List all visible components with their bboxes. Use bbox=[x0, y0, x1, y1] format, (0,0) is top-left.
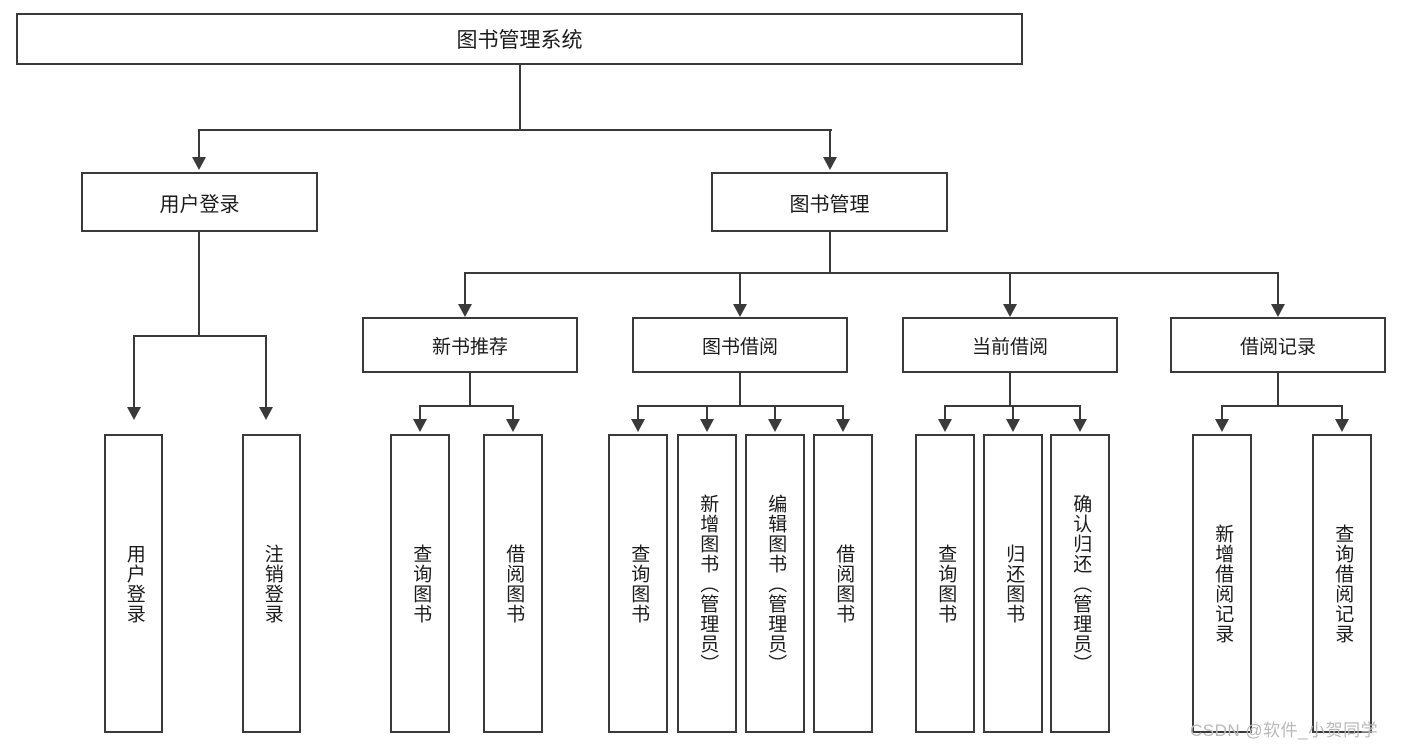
connector-drop-bb-edit-book bbox=[774, 405, 776, 421]
node-label: 用户登录 bbox=[159, 193, 240, 216]
arrowhead-cb-query-book bbox=[938, 419, 952, 432]
connector-drop-bb-borrow-book bbox=[842, 405, 844, 421]
leaf-logout-login[interactable]: 注销登录 bbox=[242, 434, 301, 733]
leaf-cb-return-book[interactable]: 归还图书 bbox=[983, 434, 1043, 733]
arrowhead-br-query-record bbox=[1335, 419, 1349, 432]
arrowhead-current-borrow bbox=[1003, 304, 1017, 317]
connector-drop-br-add-record bbox=[1221, 405, 1223, 421]
leaf-nbr-query-book[interactable]: 查询图书 bbox=[390, 434, 450, 733]
connector-drop-leaf-user-login bbox=[133, 335, 135, 409]
connector-drop-br-query-record bbox=[1341, 405, 1343, 421]
connector-book-management-stem bbox=[829, 232, 831, 273]
arrowhead-bb-add-book bbox=[700, 419, 714, 432]
connector-level1-bus bbox=[198, 129, 832, 131]
leaf-br-query-record[interactable]: 查询借阅记录 bbox=[1312, 434, 1372, 733]
connector-drop-borrow-record bbox=[1277, 272, 1279, 306]
arrowhead-user-login bbox=[192, 157, 206, 170]
leaf-cb-confirm-return-admin[interactable]: 确认归还（管理员） bbox=[1050, 434, 1110, 733]
csdn-watermark: CSDN @软件_小贺同学 bbox=[1190, 716, 1378, 741]
leaf-label: 查询图书 bbox=[410, 543, 432, 624]
arrowhead-cb-return-book bbox=[1006, 419, 1020, 432]
node-user-login[interactable]: 用户登录 bbox=[81, 172, 318, 232]
connector-level2-bus bbox=[464, 272, 1278, 274]
connector-drop-leaf-logout bbox=[265, 335, 267, 409]
connector-user-login-stem bbox=[198, 232, 200, 336]
leaf-bb-add-book-admin[interactable]: 新增图书（管理员） bbox=[677, 434, 737, 733]
connector-drop-cb-confirm-return bbox=[1079, 405, 1081, 421]
node-borrow-record[interactable]: 借阅记录 bbox=[1170, 317, 1386, 373]
leaf-label: 注销登录 bbox=[261, 543, 283, 624]
node-book-management[interactable]: 图书管理 bbox=[711, 172, 948, 232]
connector-drop-user-login bbox=[198, 129, 200, 159]
arrowhead-new-book-recommend bbox=[458, 304, 472, 317]
arrowhead-nbr-borrow-book bbox=[506, 419, 520, 432]
connector-drop-nbr-query-book bbox=[419, 405, 421, 421]
arrowhead-leaf-user-login bbox=[127, 407, 141, 420]
connector-book-borrow-stem bbox=[739, 373, 741, 406]
node-label: 新书推荐 bbox=[431, 336, 508, 358]
node-book-borrow[interactable]: 图书借阅 bbox=[632, 317, 848, 373]
connector-borrow-record-bus bbox=[1221, 405, 1342, 407]
leaf-label: 确认归还（管理员） bbox=[1070, 493, 1092, 674]
leaf-label: 编辑图书（管理员） bbox=[765, 493, 787, 674]
connector-drop-new-book-recommend bbox=[464, 272, 466, 306]
node-root-book-management-system[interactable]: 图书管理系统 bbox=[16, 13, 1023, 65]
leaf-label: 归还图书 bbox=[1003, 543, 1025, 624]
connector-drop-cb-return-book bbox=[1012, 405, 1014, 421]
node-new-book-recommend[interactable]: 新书推荐 bbox=[362, 317, 578, 373]
arrowhead-br-add-record bbox=[1215, 419, 1229, 432]
node-current-borrow[interactable]: 当前借阅 bbox=[902, 317, 1118, 373]
leaf-user-login[interactable]: 用户登录 bbox=[104, 434, 163, 733]
leaf-label: 查询图书 bbox=[628, 543, 650, 624]
arrowhead-cb-confirm-return bbox=[1073, 419, 1087, 432]
connector-drop-book-management bbox=[829, 129, 831, 159]
arrowhead-book-management bbox=[823, 157, 837, 170]
arrowhead-bb-borrow-book bbox=[836, 419, 850, 432]
connector-current-borrow-stem bbox=[1009, 373, 1011, 406]
arrowhead-leaf-logout bbox=[259, 407, 273, 420]
connector-borrow-record-stem bbox=[1277, 373, 1279, 406]
leaf-label: 查询借阅记录 bbox=[1332, 523, 1354, 644]
connector-root-stem bbox=[519, 65, 521, 130]
connector-user-login-bus bbox=[133, 335, 266, 337]
leaf-bb-borrow-book[interactable]: 借阅图书 bbox=[813, 434, 873, 733]
connector-drop-current-borrow bbox=[1009, 272, 1011, 306]
arrowhead-bb-edit-book bbox=[768, 419, 782, 432]
connector-book-borrow-bus bbox=[637, 405, 843, 407]
connector-drop-nbr-borrow-book bbox=[512, 405, 514, 421]
leaf-nbr-borrow-book[interactable]: 借阅图书 bbox=[483, 434, 543, 733]
leaf-label: 用户登录 bbox=[123, 543, 145, 624]
connector-drop-book-borrow bbox=[739, 272, 741, 306]
watermark-text: CSDN @软件_小贺同学 bbox=[1190, 721, 1379, 740]
node-label: 图书借阅 bbox=[701, 336, 778, 358]
arrowhead-bb-query-book bbox=[631, 419, 645, 432]
node-label: 借阅记录 bbox=[1239, 336, 1316, 358]
node-label: 图书管理系统 bbox=[456, 29, 583, 52]
connector-new-book-recommend-bus bbox=[419, 405, 513, 407]
leaf-bb-query-book[interactable]: 查询图书 bbox=[608, 434, 668, 733]
leaf-label: 借阅图书 bbox=[503, 543, 525, 624]
connector-drop-bb-query-book bbox=[637, 405, 639, 421]
node-label: 当前借阅 bbox=[971, 336, 1048, 358]
connector-new-book-recommend-stem bbox=[469, 373, 471, 406]
leaf-label: 借阅图书 bbox=[833, 543, 855, 624]
arrowhead-book-borrow bbox=[733, 304, 747, 317]
connector-drop-cb-query-book bbox=[944, 405, 946, 421]
leaf-bb-edit-book-admin[interactable]: 编辑图书（管理员） bbox=[745, 434, 805, 733]
leaf-br-add-record[interactable]: 新增借阅记录 bbox=[1192, 434, 1252, 733]
arrowhead-nbr-query-book bbox=[413, 419, 427, 432]
leaf-label: 新增图书（管理员） bbox=[697, 493, 719, 674]
arrowhead-borrow-record bbox=[1271, 304, 1285, 317]
leaf-label: 查询图书 bbox=[935, 543, 957, 624]
node-label: 图书管理 bbox=[789, 193, 870, 216]
leaf-cb-query-book[interactable]: 查询图书 bbox=[915, 434, 975, 733]
leaf-label: 新增借阅记录 bbox=[1212, 523, 1234, 644]
connector-drop-bb-add-book bbox=[706, 405, 708, 421]
